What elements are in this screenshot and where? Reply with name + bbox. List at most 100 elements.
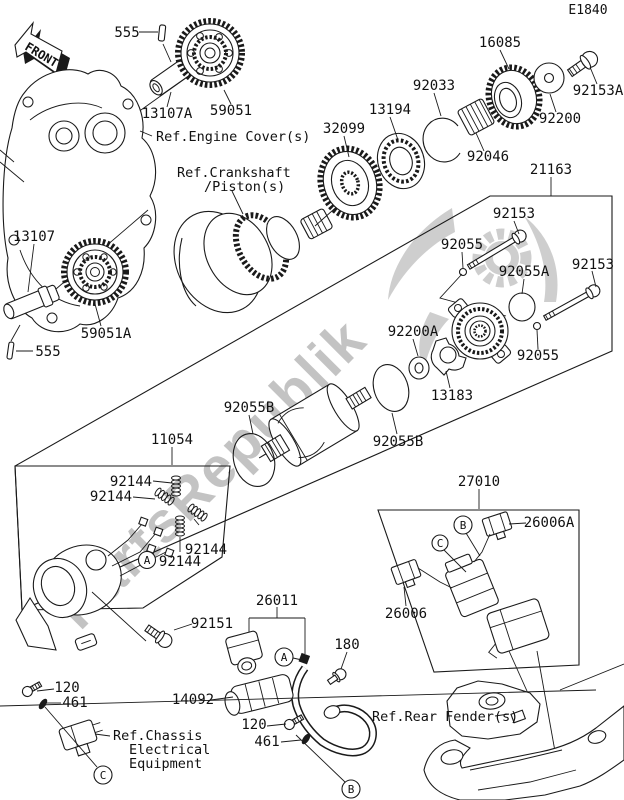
bushing-13107a xyxy=(149,60,191,96)
callout-b-label: B xyxy=(348,783,355,796)
gear-16085 xyxy=(485,64,543,130)
bolt-120-left xyxy=(21,681,43,698)
idle-gear-59051a xyxy=(61,238,129,306)
oring-92055-top xyxy=(458,267,468,277)
part-label-92200: 92200 xyxy=(539,111,581,127)
part-label-92153a: 92153A xyxy=(573,83,624,99)
diagram-code: E1840 xyxy=(568,3,607,18)
bolt-92153-top xyxy=(466,229,527,270)
washer-92200 xyxy=(533,62,565,94)
part-label-92055a: 92055A xyxy=(499,264,550,280)
needle-bearing-92046 xyxy=(457,98,495,136)
part-label-92033: 92033 xyxy=(413,78,455,94)
part-label-59051: 59051 xyxy=(210,103,252,119)
part-label-120-right: 120 xyxy=(241,717,266,733)
part-label-92055b-left: 92055B xyxy=(224,400,275,416)
box-11054 xyxy=(14,465,231,611)
callout-b-label: B xyxy=(460,519,467,532)
part-label-120-left: 120 xyxy=(54,680,79,696)
part-label-92055-top: 92055 xyxy=(441,237,483,253)
ref-label-rear-fender: Ref.Rear Fender(s) xyxy=(372,709,518,725)
starter-gear-cover xyxy=(447,298,512,364)
relay-boot-drawing xyxy=(486,598,550,659)
box-27010 xyxy=(377,509,580,673)
part-label-13107a: 13107A xyxy=(142,106,193,122)
callout-a-label: A xyxy=(144,554,151,567)
part-label-16085: 16085 xyxy=(479,35,521,51)
callout-c-label: C xyxy=(437,537,444,550)
shaft-13107 xyxy=(3,284,60,320)
starter-relay-drawing xyxy=(444,553,499,618)
bolt-180 xyxy=(326,668,347,686)
ref-label-chassis-3: Equipment xyxy=(129,756,202,772)
part-label-27010: 27010 xyxy=(458,474,500,490)
part-label-32099: 32099 xyxy=(323,121,365,137)
washer-461-right xyxy=(301,733,311,745)
bracket-26011 xyxy=(248,607,306,654)
ref-label-chassis-2: Electrical xyxy=(129,742,210,758)
part-label-21163: 21163 xyxy=(530,162,572,178)
callout-a-brush: A xyxy=(137,550,157,570)
circlip-92033 xyxy=(422,117,461,163)
part-label-92055b-right: 92055B xyxy=(373,434,424,450)
rear-fender-drawing xyxy=(0,663,624,800)
ref-label-crankshaft-2: /Piston(s) xyxy=(204,179,285,195)
crankshaft-drawing xyxy=(173,208,333,314)
pin-555-top xyxy=(157,24,167,42)
part-label-14092: 14092 xyxy=(172,692,214,708)
armature-drawing xyxy=(258,383,372,467)
bolt-120-right xyxy=(283,714,305,731)
callout-c-connector: C xyxy=(93,765,113,785)
part-label-11054: 11054 xyxy=(151,432,193,448)
part-label-461-left: 461 xyxy=(62,695,87,711)
oneway-clutch-13194 xyxy=(376,132,426,190)
part-label-92144-2: 92144 xyxy=(90,489,132,505)
spring-92144-4 xyxy=(187,503,208,522)
part-label-59051a: 59051A xyxy=(81,326,132,342)
part-label-92153-top: 92153 xyxy=(493,206,535,222)
bolt-92151 xyxy=(144,624,173,648)
oring-92055a xyxy=(508,292,536,322)
callout-c-relay: C xyxy=(431,534,449,552)
part-label-92144-4: 92144 xyxy=(159,554,201,570)
starter-clutch-gear-59051 xyxy=(175,18,245,88)
washer-461-left xyxy=(38,698,48,710)
part-label-13183: 13183 xyxy=(431,388,473,404)
part-label-555-left: 555 xyxy=(35,344,60,360)
callout-c-label: C xyxy=(100,769,107,782)
part-label-180: 180 xyxy=(334,637,359,653)
bracket-13183 xyxy=(430,337,467,376)
callout-a-label: A xyxy=(281,651,288,664)
part-label-92144-1: 92144 xyxy=(110,474,152,490)
part-label-26011: 26011 xyxy=(256,593,298,609)
fuse-26006 xyxy=(390,559,422,589)
callout-a-cable: A xyxy=(274,647,294,667)
fuse-26006a xyxy=(481,511,513,541)
ref-label-crankshaft-1: Ref.Crankshaft xyxy=(177,165,291,181)
bolt-92153a xyxy=(566,50,599,78)
part-label-13194: 13194 xyxy=(369,102,411,118)
ref-label-chassis-1: Ref.Chassis xyxy=(113,728,202,744)
leader-lines xyxy=(16,31,598,743)
callout-b-cable: B xyxy=(341,779,361,799)
box-21163 xyxy=(14,195,613,611)
ref-label-engine-cover: Ref.Engine Cover(s) xyxy=(156,129,310,145)
spring-92144-2 xyxy=(154,487,175,506)
part-label-92046: 92046 xyxy=(467,149,509,165)
bolt-92153-right xyxy=(542,284,601,321)
part-label-92153-right: 92153 xyxy=(572,257,614,273)
end-frame-drawing xyxy=(15,516,175,651)
part-label-92055-bottom: 92055 xyxy=(517,348,559,364)
part-label-92144-3: 92144 xyxy=(185,542,227,558)
part-label-26006: 26006 xyxy=(385,606,427,622)
oring-92055b-left xyxy=(232,433,276,487)
oring-92055-bottom xyxy=(532,321,542,331)
part-label-26006a: 26006A xyxy=(524,515,575,531)
part-label-92200a: 92200A xyxy=(388,324,439,340)
washer-92200a xyxy=(408,356,430,380)
part-label-92151: 92151 xyxy=(191,616,233,632)
chassis-connector-drawing xyxy=(58,719,103,757)
spring-92144-3 xyxy=(175,515,185,537)
primary-gear-32099 xyxy=(317,145,383,221)
